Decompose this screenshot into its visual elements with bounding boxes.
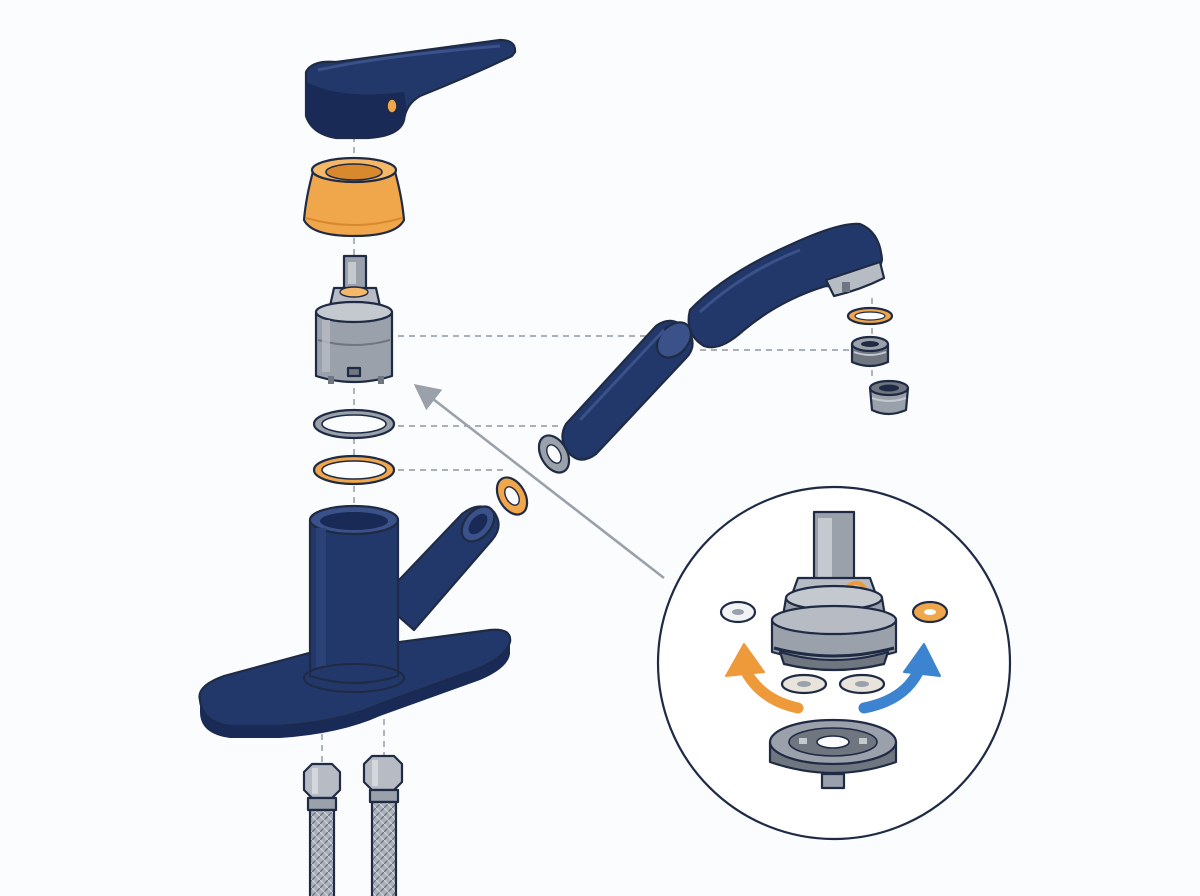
cartridge-base-seat xyxy=(768,718,898,790)
ceramic-cartridge xyxy=(314,254,394,384)
supply-hose-right xyxy=(362,754,404,896)
pointer-arrow xyxy=(413,384,665,580)
cap-dome xyxy=(302,156,406,238)
o-ring-grey xyxy=(312,408,396,440)
supply-hose-left xyxy=(302,762,342,896)
guide-lines xyxy=(321,136,873,764)
ceramic-disc-right xyxy=(838,673,886,695)
o-ring-orange xyxy=(312,454,396,486)
aerator-upper xyxy=(850,335,890,368)
spray-head xyxy=(687,222,886,349)
aerator-lower xyxy=(868,379,910,416)
spout-tube xyxy=(561,319,694,461)
inset-washer-orange xyxy=(911,600,949,624)
spray-washer xyxy=(846,306,894,326)
cartridge-detail-inset xyxy=(656,485,1012,841)
inset-washer-white xyxy=(719,600,757,624)
faucet-body-with-base-plate xyxy=(198,504,512,738)
ceramic-disc-left xyxy=(780,673,828,695)
lever-handle xyxy=(304,38,517,140)
arrow-blue-icon xyxy=(858,643,941,714)
spout-washer-orange xyxy=(495,476,529,516)
handle-screw-icon xyxy=(386,98,398,114)
arrow-orange-icon xyxy=(725,643,804,714)
